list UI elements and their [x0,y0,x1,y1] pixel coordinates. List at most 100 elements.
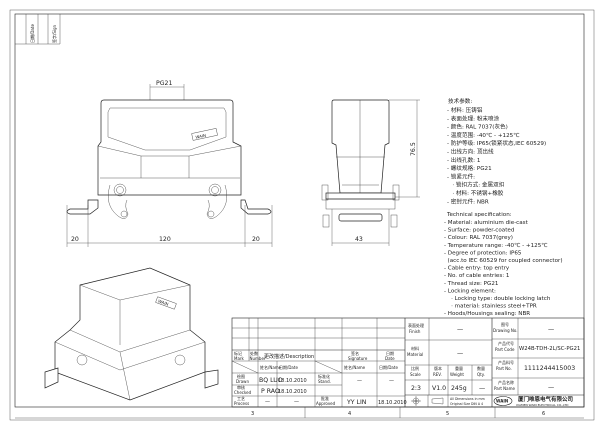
mark-cn: 标记 [234,350,242,356]
approved-en: Approved [316,401,336,406]
outer-border [9,9,595,421]
spec-line: - Surface: powder-coated [444,228,515,234]
approved-cn: 批准 [321,395,329,401]
spec-line: - 材料: 压铸铝 [447,106,483,114]
date-en: Date [385,356,395,361]
date-header-1: 日期/Date [279,364,298,370]
spec-line: (acc.to IEC 60529 for coupled connector) [444,258,563,264]
rev-en: REV. [433,372,442,377]
number-cn: 处数 [250,350,258,356]
zone-5: 5 [446,411,449,417]
isometric-view: WAIN [44,267,219,401]
spec-line: - Hoods/Housings sealing: NBR [444,311,530,317]
zone-3: 3 [251,411,254,417]
material-value: — [457,350,463,357]
qty-cn: 数量 [477,365,485,371]
process-cn: 工艺 [237,396,245,401]
margin-sign-label: 签字/Sign [51,24,57,43]
drawing-no-value: — [548,326,554,333]
spec-english: Technical specification: - Material: alu… [444,212,563,317]
spec-line: · 材料: 不锈钢+橡胶 [447,189,504,197]
spec-line: - 温度范围: -40℃ - +125℃ [447,131,519,139]
spec-line: - Degree of protection: IP65 [444,250,522,256]
zone-strip: 3 4 5 6 [15,407,584,419]
company-logo: WAIN [493,396,513,406]
date-header-2: 日期/Date [379,364,398,370]
date-cn: 日期 [386,350,394,356]
part-no-en: Part No. [496,366,512,371]
weight-cn: 重量 [455,365,463,371]
rev-cn: 版本 [434,365,442,371]
spec-line: · 锁扣方式: 金属双扣 [447,181,505,189]
spec-line: - 颜色: RAL 7037(灰色) [447,123,508,131]
name-header-2: 姓名/Name [344,364,366,370]
front-logo: WAIN [195,133,206,140]
checked-cn: 审核 [237,384,245,390]
qty-en: Qty. [477,372,485,377]
scale-cn: 比例 [411,365,419,371]
title-block: 标记 Mark 处数 Number 更改描述/Description 签名 Si… [231,317,585,408]
part-no-cn: 产品料号 [498,359,514,365]
spec-line: · material: stainless steel+TPR [444,304,537,310]
part-name-en: Part Name [494,386,516,391]
company-name-cn: 厦门唯恩电气有限公司 [518,395,573,403]
spec-line: - 出线方向: 顶出线 [447,148,494,156]
company-name-en: XIAMEN WAIN ELECTRICAL CO.,LTD [516,403,569,407]
weight-value: 245g [451,385,467,392]
finish-value: — [457,326,463,333]
part-code-value: W24B-TDH-2L/SC-PG21 [519,346,580,352]
rev-value: V1.0 [432,385,446,392]
finish-en: Finish [409,329,421,334]
dim-right-20: 20 [252,236,260,243]
drawing-no-en: Drawing No. [493,328,518,333]
part-name-cn: 产品名称 [498,379,514,385]
mark-en: Mark [234,356,245,361]
spec-chinese: 技术参数: - 材料: 压铸铝- 表面处理: 粉末喷涂- 颜色: RAL 703… [447,97,546,205]
scale-value: 2:3 [411,385,421,392]
spec-line: - Cable entry: top entry [444,266,510,272]
name-header-1: 姓名/Name [260,364,282,370]
drawn-date: 18.10.2010 [278,378,307,384]
dims-note: All Dimensions in mm [450,397,485,401]
spec-cn-title: 技术参数: [448,97,472,105]
margin-date-label: 日期/Date [29,24,35,43]
number-en: Number [250,356,266,361]
original-size-note: Original Size DIN A 4 [450,402,483,406]
spec-line: - 螺纹规格: PG21 [447,164,492,172]
spec-line: - 锁紧元件: [447,172,475,180]
spec-en-title: Technical specification: [446,212,512,218]
checked-name: P RAO [261,388,280,395]
stand-name: — [357,378,362,384]
projection-symbol-icon [411,396,444,406]
spec-line: - 密封元件: NBR [447,197,489,205]
dim-120: 120 [159,236,171,243]
part-no-value: 1111244415003 [524,365,575,372]
pg21-dimension-label: PG21 [156,80,172,87]
spec-line: - No. of cable entries: 1 [444,273,510,279]
side-view: 76.5 43 [321,99,420,246]
spec-line: - 出线孔数: 1 [447,156,481,164]
checked-date: 18.10.2010 [278,389,307,395]
margin-table: 日期/Date 签字/Sign [15,14,61,45]
spec-line: - Thread size: PG21 [444,281,499,287]
part-code-en: Part Code [495,347,515,352]
scale-en: Scale [410,372,421,377]
spec-line: - Locking element: [444,288,496,294]
zone-4: 4 [348,411,351,417]
weight-en: Weight [450,372,464,377]
signature-en: Signature [348,356,368,361]
stand-date: — [389,378,394,384]
drawn-name: BQ LUO [259,377,283,384]
spec-line: - Temperature range: -40℃ - +125℃ [444,242,548,249]
spec-line: - Colour: RAL 7037(grey) [444,235,513,241]
checked-en: Checked [234,390,252,395]
signature-cn: 签名 [351,350,359,356]
description-header: 更改描述/Description [264,353,314,360]
process-date: — [294,399,299,405]
approved-date: 18.10.2010 [378,400,407,406]
dim-left-20: 20 [71,236,79,243]
qty-value: — [479,385,485,392]
dim-76-5: 76.5 [410,142,417,156]
